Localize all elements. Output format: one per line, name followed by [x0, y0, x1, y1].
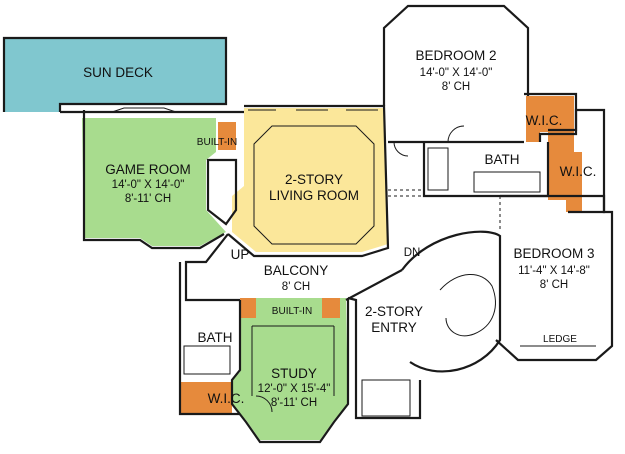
ledge-label: LEDGE: [543, 334, 577, 345]
game-room-bay: [111, 107, 177, 113]
study-dims: 12'-0" X 15'-4": [258, 383, 331, 395]
living-room-octagon: [253, 125, 375, 245]
bedroom3-wall: [495, 194, 614, 362]
study-ceiling: 8'-11' CH: [271, 397, 317, 409]
builtin-game-fill: [218, 122, 236, 150]
sun-deck-fill: [4, 38, 226, 112]
entry-line1: 2-STORY: [365, 304, 423, 319]
bath-lower-label: BATH: [197, 330, 232, 345]
door-swing-bath: [393, 141, 409, 157]
bedroom2-ceiling: 8' CH: [442, 81, 470, 93]
wic-bed3-label: W.I.C.: [560, 164, 597, 179]
game-room-builtin: BUILT-IN: [197, 137, 237, 148]
bath-upper-wall: [422, 142, 550, 198]
balcony-name: BALCONY: [264, 263, 329, 278]
game-room-fill: [82, 118, 226, 246]
living-room-fill: [232, 108, 388, 252]
sun-deck-label: SUN DECK: [83, 65, 153, 80]
builtin-study-left-fill: [240, 298, 256, 318]
tub-upper: [473, 171, 541, 193]
balcony-ceiling: 8' CH: [282, 281, 310, 293]
wic-bed3-fill: [548, 128, 582, 212]
study-fill: [232, 298, 348, 440]
entry-wall: [347, 296, 422, 420]
labels: SUN DECK BEDROOM 2 14'-0" X 14'-0" 8' CH…: [83, 48, 596, 409]
door-swing-bed2: [447, 125, 465, 143]
study-builtin: BUILT-IN: [272, 306, 312, 317]
bedroom3-name: BEDROOM 3: [513, 246, 594, 261]
bedroom3-ceiling: 8' CH: [540, 279, 568, 291]
tub-lower: [183, 345, 231, 375]
game-room-name: GAME ROOM: [105, 162, 191, 177]
fireplace: [206, 158, 238, 226]
walls: [2, 4, 614, 444]
study-name: STUDY: [271, 366, 317, 381]
bedroom3-dims: 11'-4" X 14'-8": [518, 265, 590, 277]
game-room-dims: 14'-0" X 14'-0": [112, 179, 185, 191]
bedroom2-name: BEDROOM 2: [415, 48, 496, 63]
room-fills: [4, 38, 582, 440]
sun-deck-wall: [2, 36, 228, 112]
bath-lower-wall: [178, 262, 240, 416]
entry-line2: ENTRY: [371, 320, 417, 335]
living-room-line2: LIVING ROOM: [269, 188, 359, 203]
wic-bed2-label: W.I.C.: [526, 113, 563, 128]
balcony-rail: [184, 233, 240, 302]
balcony-edge: [345, 269, 403, 301]
entry-door: [361, 379, 411, 417]
spiral-stair-inner: [439, 274, 496, 337]
up-label: UP: [231, 247, 250, 262]
wic-bed2-wall: [524, 92, 578, 142]
living-room-line1: 2-STORY: [285, 172, 343, 187]
door-swing-study: [255, 395, 273, 413]
wic-study-fill: [180, 382, 232, 414]
study-wall: [230, 298, 350, 444]
vanity-upper: [427, 147, 449, 191]
wic-study-label: W.I.C.: [208, 391, 245, 406]
dn-label: DN: [404, 247, 421, 259]
bath-upper-label: BATH: [484, 152, 519, 167]
builtin-study-right-fill: [322, 298, 340, 318]
bedroom2-wall: [382, 4, 530, 106]
wic-bed3-wall: [548, 108, 606, 214]
living-room-wall: [227, 104, 390, 258]
bedroom2-dims: 14'-0" X 14'-0": [420, 67, 493, 79]
game-room-ceiling: 8'-11' CH: [125, 193, 171, 205]
game-room-wall: [82, 110, 225, 250]
spiral-stair-outer: [401, 230, 502, 373]
